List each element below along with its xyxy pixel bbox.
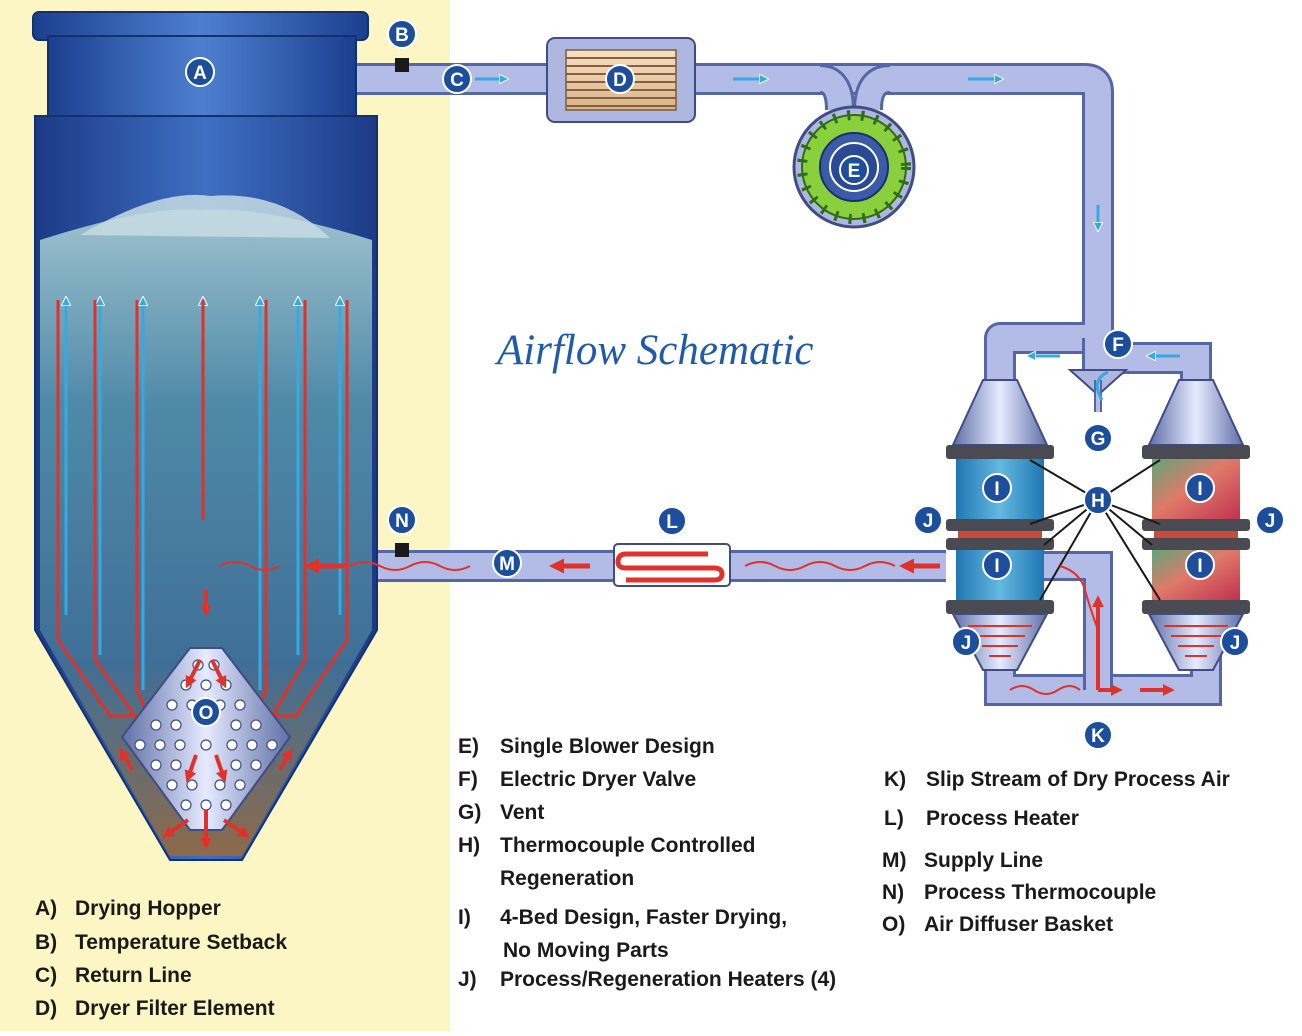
svg-text:E: E: [848, 161, 861, 182]
legend-item-l: L)Process Heater: [884, 807, 1079, 830]
svg-text:L: L: [666, 512, 678, 533]
legend-item-c: C)Return Line: [35, 964, 192, 987]
svg-text:I: I: [1197, 556, 1202, 577]
electric-dryer-valve: [1067, 369, 1129, 412]
badge-j-right-bottom: J: [1220, 627, 1250, 657]
legend-item-j: J)Process/Regeneration Heaters (4): [458, 968, 837, 991]
legend-item-f: F)Electric Dryer Valve: [458, 768, 697, 791]
svg-text:A: A: [193, 63, 207, 84]
svg-text:J: J: [923, 511, 934, 532]
right-desiccant-tower: [1142, 379, 1250, 671]
legend-item-h: H)Thermocouple Controlled: [458, 834, 756, 857]
svg-text:H: H: [1091, 491, 1105, 512]
badge-i-right-top: I: [1185, 473, 1215, 503]
badge-k: K: [1083, 720, 1113, 750]
badge-h: H: [1083, 485, 1113, 515]
svg-text:K: K: [1091, 726, 1105, 747]
process-thermocouple-sensor: [395, 543, 409, 557]
badge-n: N: [387, 505, 417, 535]
badge-m: M: [492, 548, 522, 578]
air-diffuser-basket: [119, 590, 293, 850]
badge-d: D: [605, 64, 635, 94]
badge-o: O: [191, 697, 221, 727]
svg-text:J: J: [961, 633, 972, 654]
diagram-title: Airflow Schematic: [497, 327, 814, 374]
badge-i-left-bottom: I: [982, 550, 1012, 580]
return-line-pipe: [355, 63, 1114, 385]
legend-item-b: B)Temperature Setback: [35, 931, 288, 954]
process-heater: [613, 543, 731, 587]
svg-text:I: I: [994, 556, 999, 577]
badge-j-left-bottom: J: [951, 627, 981, 657]
svg-text:M: M: [499, 554, 515, 575]
svg-text:I: I: [1197, 479, 1202, 500]
svg-text:F: F: [1112, 335, 1124, 356]
badge-b: B: [387, 19, 417, 49]
legend-item-h-line2: Regeneration: [500, 867, 635, 890]
single-blower: [792, 64, 916, 229]
legend-item-i: I)4-Bed Design, Faster Drying,: [458, 906, 788, 929]
legend-item-g: G)Vent: [458, 801, 545, 824]
svg-text:N: N: [395, 511, 409, 532]
badge-i-left-top: I: [982, 473, 1012, 503]
svg-text:C: C: [450, 70, 464, 91]
badge-f: F: [1103, 329, 1133, 359]
svg-text:J: J: [1230, 633, 1241, 654]
badge-a: A: [185, 57, 215, 87]
legend-item-d: D)Dryer Filter Element: [35, 997, 275, 1020]
svg-text:J: J: [1265, 511, 1276, 532]
badge-j-left: J: [913, 505, 943, 535]
badge-i-right-bottom: I: [1185, 550, 1215, 580]
legend-item-o: O)Air Diffuser Basket: [882, 913, 1114, 936]
badge-e: E: [839, 155, 869, 185]
supply-flow-arrows: [219, 558, 1175, 696]
return-flow-arrows: [475, 79, 1180, 356]
svg-text:G: G: [1091, 429, 1106, 450]
legend-item-k: K)Slip Stream of Dry Process Air: [884, 768, 1230, 791]
drying-hopper: [32, 11, 378, 861]
badge-l: L: [657, 506, 687, 536]
legend-item-m: M)Supply Line: [882, 849, 1044, 872]
badge-g: G: [1083, 423, 1113, 453]
svg-text:I: I: [994, 479, 999, 500]
temperature-setback-sensor: [395, 58, 409, 72]
badge-j-right: J: [1255, 505, 1285, 535]
svg-text:O: O: [199, 703, 214, 724]
left-desiccant-tower: [946, 379, 1054, 671]
svg-text:B: B: [395, 25, 409, 46]
legend-item-a: A)Drying Hopper: [35, 897, 221, 920]
svg-text:D: D: [613, 70, 627, 91]
legend-item-e: E)Single Blower Design: [458, 735, 715, 758]
legend-item-n: N)Process Thermocouple: [882, 881, 1157, 904]
legend-item-i-line2: No Moving Parts: [503, 939, 669, 962]
badge-c: C: [442, 64, 472, 94]
